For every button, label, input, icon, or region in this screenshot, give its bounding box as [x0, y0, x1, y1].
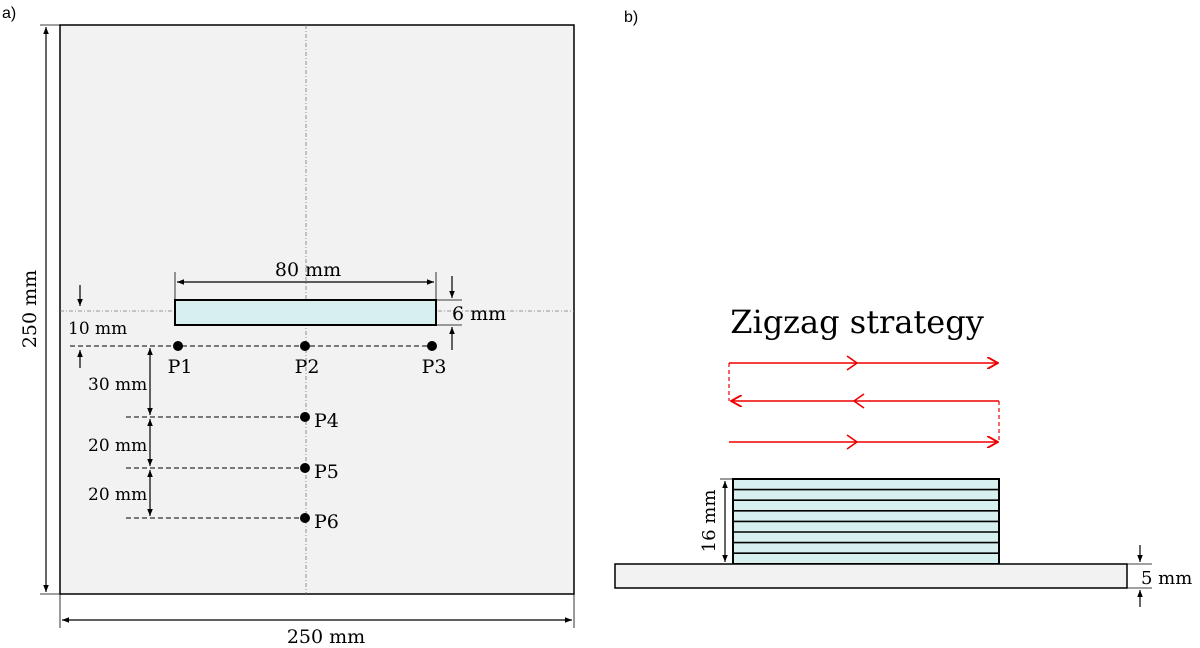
spacing-dimension-label-1: 30 mm [88, 375, 147, 395]
point-label-p2: P2 [295, 356, 320, 378]
offset-dimension-label: 10 mm [68, 319, 127, 339]
point-p1 [173, 341, 183, 351]
spacing-dimension-label-2: 20 mm [88, 436, 147, 456]
base-dimension-label: 5 mm [1141, 568, 1192, 589]
point-label-p5: P5 [314, 461, 339, 483]
path-midarrow-row-3 [846, 434, 859, 450]
wall-dimension-label: 6 mm [452, 303, 506, 325]
stack-height-dimension-label: 16 mm [699, 490, 720, 553]
width-dimension-label: 250 mm [287, 626, 365, 648]
deposited-layers [732, 478, 1000, 565]
strategy-title: Zigzag strategy [730, 303, 984, 341]
point-label-p4: P4 [314, 410, 339, 432]
point-p5 [300, 463, 310, 473]
deposited-wall [174, 299, 437, 326]
path-midarrow-row-2 [852, 393, 865, 409]
height-dimension-label: 250 mm [19, 270, 41, 348]
spacing-dimension-label-3: 20 mm [88, 485, 147, 505]
base-plate [614, 563, 1128, 589]
point-p2 [300, 341, 310, 351]
panel-b-label: b) [624, 9, 638, 26]
point-p6 [300, 513, 310, 523]
length-dimension-label: 80 mm [275, 259, 341, 281]
zigzag-path [728, 355, 1000, 450]
point-label-p3: P3 [422, 356, 447, 378]
point-p3 [427, 341, 437, 351]
path-midarrow-row-1 [846, 355, 859, 371]
point-label-p6: P6 [314, 511, 339, 533]
point-label-p1: P1 [168, 356, 193, 378]
panel-a-label: a) [2, 5, 16, 22]
point-p4 [300, 412, 310, 422]
